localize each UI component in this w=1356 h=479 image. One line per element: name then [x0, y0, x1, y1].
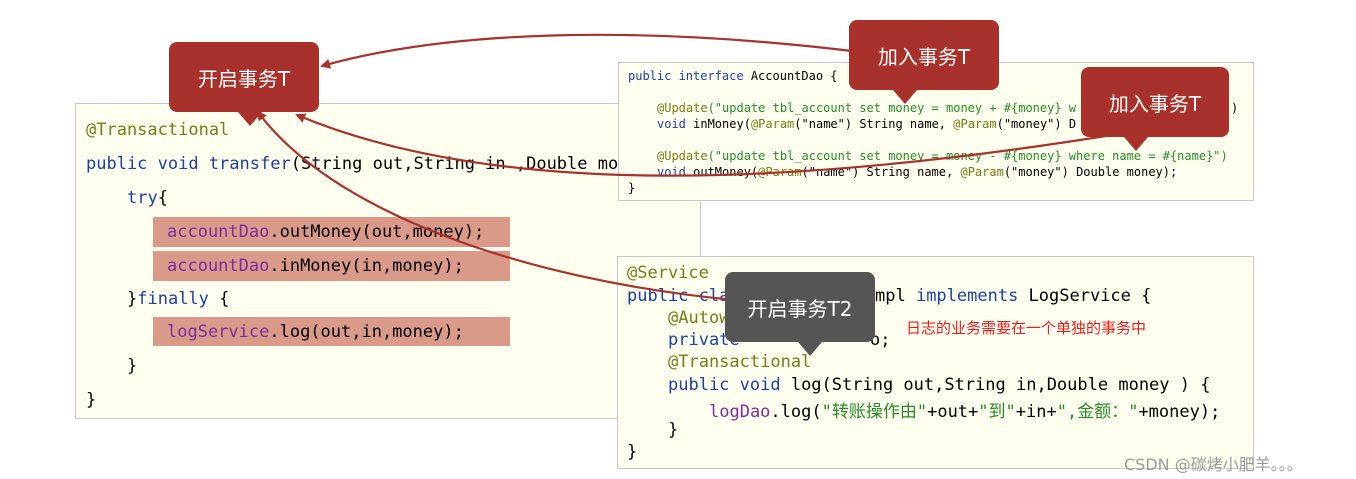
- finally-keyword: finally: [137, 289, 209, 309]
- dao-end-brace: }: [628, 181, 636, 195]
- inmoney-param-ann-1: @Param: [750, 117, 795, 131]
- outmoney-param-ann-1: @Param: [758, 165, 802, 179]
- update-sql-out: ("update tbl_account set money = money -…: [707, 149, 1228, 163]
- inmoney-void: void: [657, 117, 686, 131]
- class-decl-rest: mpl implements LogService {: [875, 286, 1151, 306]
- class-end-brace: }: [627, 442, 638, 462]
- inmoney-param-ann-2: @Param: [953, 117, 997, 131]
- finally-open-brace: {: [208, 289, 230, 309]
- class-decl-keyword: public cla: [627, 286, 730, 306]
- callout-join-t-2: 加入事务T: [1081, 67, 1229, 137]
- csdn-watermark: CSDN @碳烤小肥羊。。。: [1124, 455, 1303, 474]
- try-keyword: try: [127, 188, 158, 208]
- log-transactional-annotation: @Transactional: [668, 352, 812, 372]
- dao-update-out: @Update("update tbl_account set money = …: [657, 149, 1228, 163]
- logdao-str-1: "转账操作由": [821, 402, 928, 422]
- implements-target: LogService {: [1018, 286, 1152, 306]
- transfer-signature: public void transfer(String out,String i…: [86, 154, 618, 174]
- callout-start-t: 开启事务T: [169, 42, 319, 112]
- logdao-str-3: ",金额：": [1056, 402, 1139, 422]
- implements-keyword: implements: [915, 286, 1019, 306]
- inmoney-param-2: ("money") D: [996, 117, 1077, 131]
- logdao-str-2: "到": [978, 402, 1016, 422]
- dao-interface-line: public interface AccountDao {: [628, 69, 838, 83]
- callout-join-t-1: 加入事务T: [849, 20, 999, 90]
- class-decl-line: public cla: [627, 286, 729, 306]
- outmoney-void: void: [657, 165, 686, 179]
- try-line: try{: [127, 188, 168, 208]
- dao-interface-keyword: public interface: [628, 69, 744, 83]
- inmoney-param-1: ("name") String name,: [794, 117, 954, 131]
- logdao-method: .log(: [770, 402, 822, 422]
- outmoney-field: accountDao: [167, 222, 270, 242]
- outmoney-param-2: ("money") Double money);: [1003, 165, 1178, 179]
- log-service-panel: @Service public cla mpl implements LogSe…: [617, 256, 1254, 469]
- transfer-keywords: public void transfer: [86, 154, 291, 174]
- highlight-log-call: [153, 317, 510, 346]
- service-annotation: @Service: [627, 263, 709, 283]
- log-method-signature: public void log(String out,String in,Dou…: [668, 375, 1210, 395]
- dao-interface-name: AccountDao {: [743, 69, 838, 83]
- log-method-end-brace: }: [668, 420, 679, 440]
- finally-line: }finally {: [127, 289, 229, 309]
- logdao-call: logDao.log("转账操作由"+out+"到"+in+",金额："+mon…: [709, 397, 1220, 422]
- field-decl-tail: o;: [870, 330, 891, 350]
- class-name-tail: mpl: [875, 286, 916, 306]
- finally-close-brace: }: [127, 289, 138, 309]
- callout-start-t2-tail: [798, 342, 822, 356]
- dao-update-in-tail: ): [1231, 101, 1239, 115]
- log-call: logService.log(out,in,money);: [167, 322, 464, 342]
- logdao-concat-3: +money);: [1138, 402, 1221, 422]
- inmoney-field: accountDao: [167, 256, 270, 276]
- dao-inmoney-line: void inMoney(@Param("name") String name,…: [657, 117, 1076, 131]
- inmoney-method: .inMoney(in,money);: [269, 256, 464, 276]
- logdao-field: logDao: [709, 402, 771, 422]
- logdao-concat-2: +in+: [1015, 402, 1057, 422]
- update-sql-in: ("update tbl_account set money = money +…: [707, 101, 1077, 115]
- dao-outmoney-line: void outMoney(@Param("name") String name…: [657, 165, 1177, 179]
- outmoney-param-1: ("name") String name,: [801, 165, 961, 179]
- logdao-concat-1: +out+: [927, 402, 979, 422]
- inmoney-call: accountDao.inMoney(in,money);: [167, 256, 464, 276]
- callout-join-t-2-tail: [1124, 137, 1148, 151]
- inmoney-name: inMoney(: [685, 117, 751, 131]
- log-method-keywords: public void: [668, 375, 781, 395]
- log-service-field: logService: [167, 322, 270, 342]
- outmoney-name: outMoney(: [685, 165, 759, 179]
- outmoney-method: .outMoney(out,money);: [269, 222, 485, 242]
- try-brace: {: [157, 188, 168, 208]
- autowired-annotation: @Autow: [668, 308, 730, 328]
- log-method-params: log(String out,String in,Double money ) …: [780, 375, 1211, 395]
- outmoney-param-ann-2: @Param: [960, 165, 1004, 179]
- private-keyword: private: [668, 330, 740, 350]
- log-method: .log(out,in,money);: [269, 322, 464, 342]
- callout-start-t2: 开启事务T2: [725, 272, 875, 342]
- transactional-annotation: @Transactional: [86, 120, 230, 140]
- finally-end-brace: }: [127, 356, 138, 376]
- dao-update-in: @Update("update tbl_account set money = …: [657, 101, 1076, 115]
- callout-start-t-tail: [238, 112, 262, 126]
- transfer-code-panel: @Transactional public void transfer(Stri…: [75, 103, 701, 419]
- transfer-params: (String out,String in ,Double mo: [290, 154, 619, 174]
- update-annotation-in: @Update: [657, 101, 708, 115]
- method-end-brace: }: [86, 390, 97, 410]
- separate-transaction-note: 日志的业务需要在一个单独的事务中: [906, 319, 1147, 337]
- outmoney-call: accountDao.outMoney(out,money);: [167, 222, 484, 242]
- callout-join-t-1-tail: [893, 90, 917, 104]
- update-annotation-out: @Update: [657, 149, 708, 163]
